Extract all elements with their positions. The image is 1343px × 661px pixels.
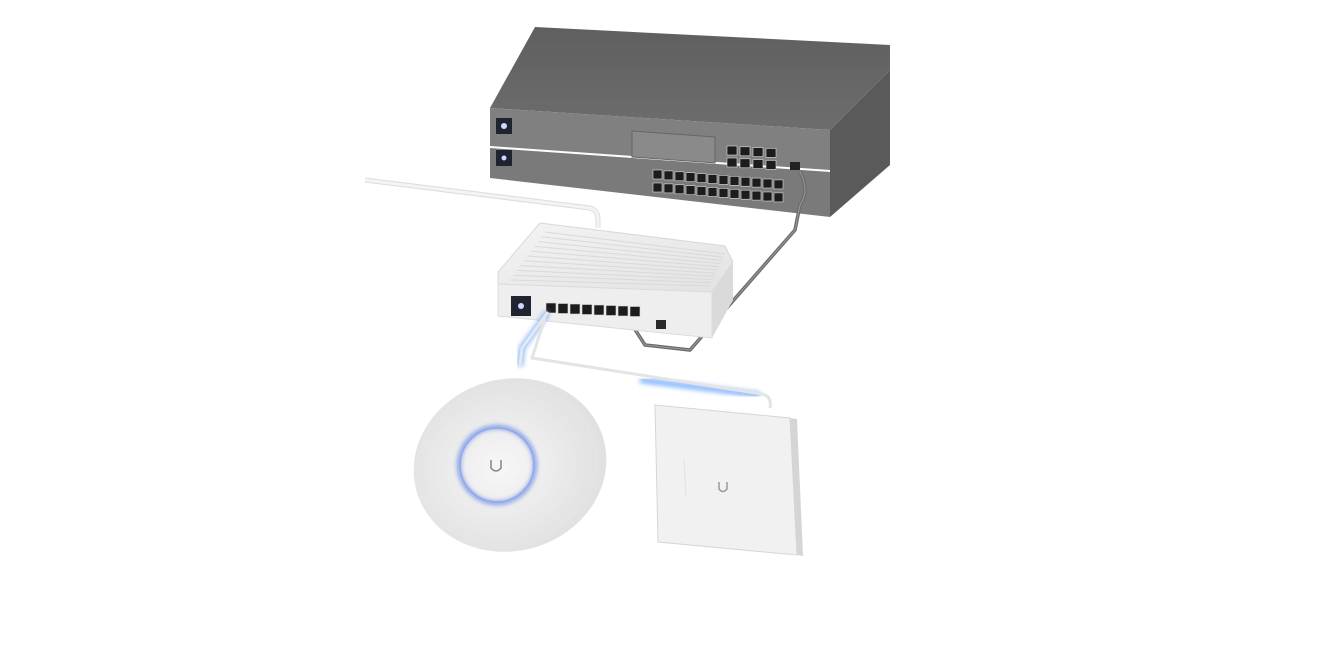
ethernet-port[interactable]	[707, 187, 718, 197]
ethernet-port[interactable]	[752, 147, 764, 157]
fin	[516, 269, 714, 281]
ethernet-port[interactable]	[739, 158, 751, 169]
switch-ports	[545, 302, 641, 317]
ethernet-port[interactable]	[545, 302, 557, 314]
sfp-port[interactable]	[656, 320, 666, 329]
ethernet-port[interactable]	[605, 305, 617, 316]
ethernet-port[interactable]	[751, 177, 762, 188]
rack-ports-8	[726, 145, 777, 170]
ethernet-port[interactable]	[726, 157, 738, 168]
ceiling-access-point	[413, 378, 607, 552]
led-ring-icon	[457, 425, 537, 505]
fin	[520, 265, 715, 277]
ethernet-port[interactable]	[762, 191, 773, 202]
fin	[523, 260, 717, 274]
ethernet-port[interactable]	[729, 189, 740, 199]
ethernet-port[interactable]	[652, 169, 663, 180]
ethernet-port[interactable]	[729, 176, 740, 186]
ethernet-port[interactable]	[740, 189, 751, 200]
fin	[541, 236, 724, 258]
ethernet-port[interactable]	[674, 171, 685, 182]
ethernet-port[interactable]	[718, 175, 729, 185]
desktop-switch	[497, 222, 734, 339]
ethernet-port[interactable]	[765, 160, 777, 170]
ethernet-port[interactable]	[707, 174, 718, 184]
wall-access-point	[654, 404, 803, 556]
rack-top-face	[490, 27, 890, 130]
ethernet-port[interactable]	[685, 185, 696, 195]
ethernet-port[interactable]	[593, 304, 605, 316]
ethernet-port[interactable]	[696, 186, 707, 196]
rack-ports-24	[652, 169, 784, 203]
white-uplink-cable	[364, 177, 601, 228]
fin	[509, 279, 711, 287]
fin	[530, 250, 720, 268]
rack-side-face	[830, 70, 890, 217]
fin	[537, 241, 723, 261]
brand-logo-icon	[490, 460, 502, 472]
poe-cable-wall-ap	[530, 317, 772, 409]
brand-logo-icon	[718, 482, 728, 493]
ethernet-port[interactable]	[773, 192, 784, 203]
ethernet-port[interactable]	[617, 305, 629, 317]
ethernet-port[interactable]	[762, 178, 773, 189]
ethernet-port[interactable]	[557, 303, 569, 314]
fin	[544, 231, 726, 255]
ethernet-port[interactable]	[685, 172, 696, 182]
ethernet-port[interactable]	[629, 306, 641, 317]
ethernet-port[interactable]	[726, 145, 738, 156]
ethernet-port[interactable]	[581, 304, 593, 315]
ethernet-port[interactable]	[765, 148, 777, 158]
ethernet-port[interactable]	[739, 146, 751, 157]
cooling-fins	[509, 231, 726, 287]
fin	[527, 255, 718, 271]
poe-cable-ceiling-ap	[517, 310, 551, 367]
ethernet-port[interactable]	[569, 303, 581, 315]
ethernet-port[interactable]	[740, 176, 751, 187]
rack-gateway-switch-stack	[490, 27, 890, 217]
ethernet-port[interactable]	[718, 188, 729, 198]
ethernet-port[interactable]	[751, 190, 762, 201]
ethernet-port[interactable]	[663, 170, 674, 181]
ethernet-port[interactable]	[696, 173, 707, 183]
ethernet-port[interactable]	[663, 183, 674, 194]
ethernet-port[interactable]	[674, 184, 685, 195]
switch-side-face	[712, 262, 733, 338]
ethernet-port[interactable]	[652, 182, 663, 193]
fin	[534, 245, 721, 265]
ethernet-port[interactable]	[773, 179, 784, 190]
drive-bay	[631, 130, 716, 164]
sfp-port[interactable]	[790, 162, 800, 170]
ethernet-port[interactable]	[752, 159, 764, 169]
fin	[513, 274, 712, 284]
rack-front-lower	[490, 148, 830, 217]
